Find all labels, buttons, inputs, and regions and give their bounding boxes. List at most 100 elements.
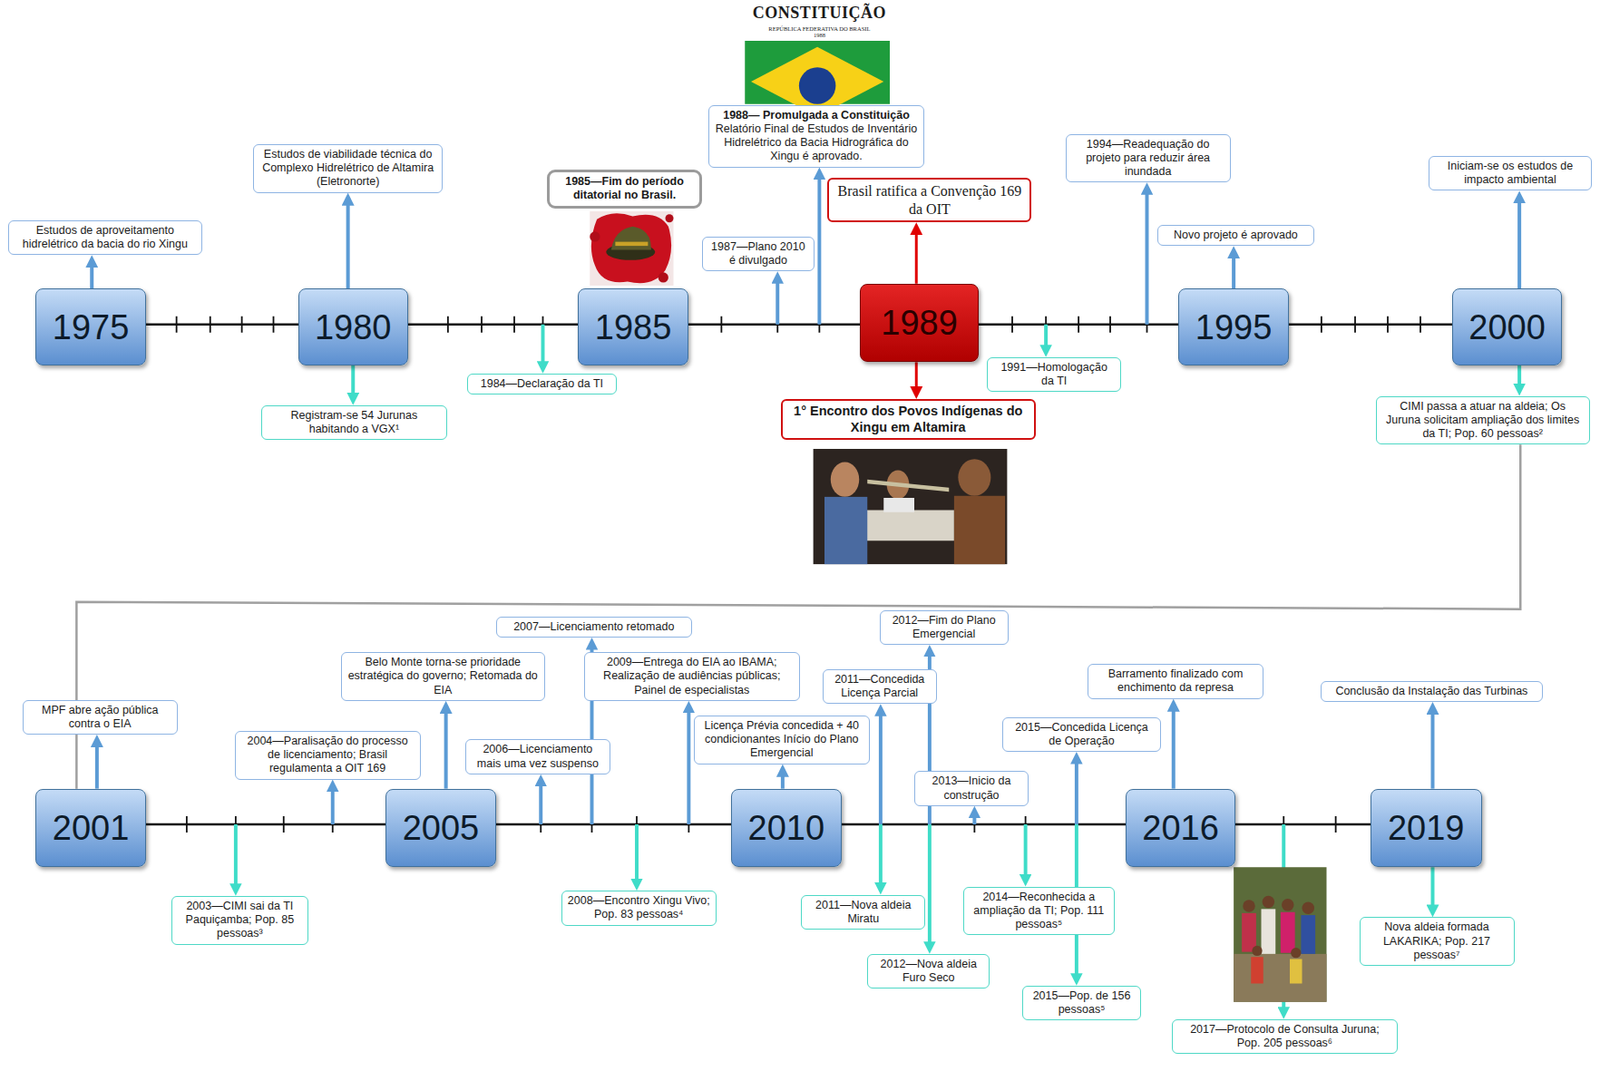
photo-head bbox=[1251, 946, 1262, 957]
event-text: Brasil ratifica a Convenção 169 da OIT bbox=[834, 182, 1025, 218]
population-box: 1991—Homologação da TI bbox=[986, 357, 1122, 393]
flag-globe bbox=[799, 67, 837, 104]
photo-ground bbox=[813, 448, 1008, 565]
event-box: MPF abre ação pública contra o EIA bbox=[22, 700, 178, 736]
event-box: 2009—Entrega do EIA ao IBAMA; Realização… bbox=[584, 652, 801, 702]
highlight-event-box: 1° Encontro dos Povos Indígenas do Xingu… bbox=[780, 399, 1036, 440]
photo-person bbox=[1300, 915, 1316, 955]
connector-arrow bbox=[1517, 198, 1522, 289]
event-box: 1994—Readequação do projeto para reduzir… bbox=[1065, 134, 1231, 184]
year-label: 1975 bbox=[52, 310, 130, 345]
cap-picture bbox=[589, 211, 674, 286]
population-box: CIMI passa a atuar na aldeia; Os Juruna … bbox=[1375, 396, 1591, 446]
event-text: 2009—Entrega do EIA ao IBAMA; Realização… bbox=[590, 655, 795, 698]
document-subtitle: 1988 bbox=[813, 31, 826, 39]
event-heading: 1988— Promulgada a Constituição bbox=[714, 108, 919, 123]
photo-shirt bbox=[883, 497, 915, 513]
connector-arrow bbox=[351, 365, 355, 398]
event-text: 2003—CIMI sai da TI Paquiçamba; Pop. 85 … bbox=[177, 899, 303, 942]
event-box: Novo projeto é aprovado bbox=[1157, 224, 1315, 246]
photo-table bbox=[862, 509, 955, 541]
year-ticks bbox=[176, 316, 1421, 833]
event-box: 2004—Paralisação do processo de licencia… bbox=[234, 731, 421, 781]
event-box: Barramento finalizado com enchimento da … bbox=[1087, 663, 1264, 700]
photo-head bbox=[1281, 898, 1295, 911]
photo-ground bbox=[1233, 867, 1327, 1002]
event-text: 2017—Protocolo de Consulta Juruna; Pop. … bbox=[1178, 1023, 1393, 1052]
year-box: 1980 bbox=[298, 288, 410, 365]
photo-floor bbox=[1233, 954, 1327, 1003]
political-event-box: 1985—Fim do período ditatorial no Brasil… bbox=[546, 169, 703, 209]
event-box: 2006—Licenciamento mais uma vez suspenso bbox=[465, 739, 611, 775]
year-label: 2001 bbox=[52, 810, 130, 846]
population-box: 2011—Nova aldeia Miratu bbox=[800, 895, 926, 931]
tick-arrow bbox=[1024, 824, 1028, 879]
event-text: 2006—Licenciamento mais uma vez suspenso bbox=[471, 742, 605, 771]
event-box: Conclusão da Instalação das Turbinas bbox=[1320, 681, 1543, 703]
event-text: Conclusão da Instalação das Turbinas bbox=[1326, 684, 1537, 699]
blood-drop bbox=[589, 231, 600, 242]
event-text: 2013—Inicio da construção bbox=[920, 774, 1023, 803]
event-box: Iniciam-se os estudos de impacto ambient… bbox=[1428, 156, 1592, 192]
event-box: Belo Monte torna-se prioridade estratégi… bbox=[341, 652, 546, 702]
year-label: 1989 bbox=[880, 305, 958, 341]
tick-arrow bbox=[972, 814, 976, 825]
connector-arrow bbox=[1231, 253, 1236, 289]
year-box: 2019 bbox=[1370, 789, 1483, 869]
photo-body bbox=[954, 496, 1005, 565]
connector-arrow bbox=[444, 709, 449, 790]
year-box: 2001 bbox=[35, 789, 147, 869]
event-text: 2014—Reconhecida a ampliação da TI; Pop.… bbox=[969, 890, 1109, 933]
photo-machete bbox=[867, 479, 949, 492]
photo-person bbox=[1289, 958, 1303, 984]
year-label: 2010 bbox=[748, 810, 826, 846]
photo-head bbox=[1290, 947, 1301, 958]
connector-arrow bbox=[915, 361, 918, 391]
population-box: Registram-se 54 Jurunas habitando a VGX¹ bbox=[261, 405, 448, 441]
year-label: 2000 bbox=[1468, 310, 1546, 345]
event-text: 2004—Paralisação do processo de licencia… bbox=[241, 734, 415, 777]
tick-arrow bbox=[927, 824, 932, 947]
blood-drop bbox=[665, 214, 674, 223]
event-text: 2012—Fim do Plano Emergencial bbox=[886, 614, 1003, 643]
event-text: Registram-se 54 Jurunas habitando a VGX¹ bbox=[267, 409, 441, 438]
connector-arrow bbox=[915, 230, 918, 284]
tick-arrow bbox=[541, 324, 546, 366]
event-text: Barramento finalizado com enchimento da … bbox=[1093, 667, 1258, 696]
connector-arrow bbox=[1431, 710, 1435, 790]
event-box: 2013—Inicio da construção bbox=[914, 770, 1029, 807]
year-label: 1995 bbox=[1195, 310, 1273, 345]
event-box: 2015—Concedida Licença de Operação bbox=[1002, 717, 1162, 753]
population-box: 2015—Pop. de 156 pessoas⁵ bbox=[1022, 985, 1142, 1022]
event-text: 1987—Plano 2010 é divulgado bbox=[708, 240, 809, 269]
year-box: 2010 bbox=[731, 789, 843, 869]
photo-head bbox=[1242, 899, 1256, 912]
year-label: 2016 bbox=[1141, 810, 1220, 846]
photo-head bbox=[1302, 901, 1316, 914]
tick-arrow bbox=[331, 787, 335, 824]
population-box: 1984—Declaração da TI bbox=[467, 373, 616, 395]
document-title: CONSTITUIÇÃO bbox=[752, 4, 887, 23]
tick-arrow bbox=[538, 782, 543, 825]
connector-arrow bbox=[95, 742, 99, 790]
event-text: 1° Encontro dos Povos Indígenas do Xingu… bbox=[788, 403, 1029, 436]
year-box: 2016 bbox=[1125, 789, 1237, 869]
photo-shirt bbox=[824, 497, 868, 565]
tick-arrow bbox=[234, 824, 238, 888]
connector-line bbox=[76, 444, 1521, 789]
tick-arrow bbox=[775, 279, 780, 324]
event-text: 1991—Homologação da TI bbox=[993, 360, 1116, 390]
event-text: 2007—Licenciamento retomado bbox=[502, 620, 686, 635]
event-box: Estudos de aproveitamento hidrelétrico d… bbox=[8, 220, 203, 256]
highlight-year-box: 1989 bbox=[859, 283, 979, 363]
connector-arrow bbox=[780, 772, 785, 790]
photo-person bbox=[1241, 913, 1257, 953]
event-text: 2015—Pop. de 156 pessoas⁵ bbox=[1028, 989, 1135, 1018]
population-box: 2017—Protocolo de Consulta Juruna; Pop. … bbox=[1171, 1019, 1399, 1055]
event-text: CIMI passa a atuar na aldeia; Os Juruna … bbox=[1382, 400, 1584, 442]
tick-arrow bbox=[686, 709, 691, 825]
year-box: 1975 bbox=[35, 288, 147, 365]
blood-splat bbox=[591, 213, 672, 283]
tick-arrow bbox=[634, 824, 639, 883]
